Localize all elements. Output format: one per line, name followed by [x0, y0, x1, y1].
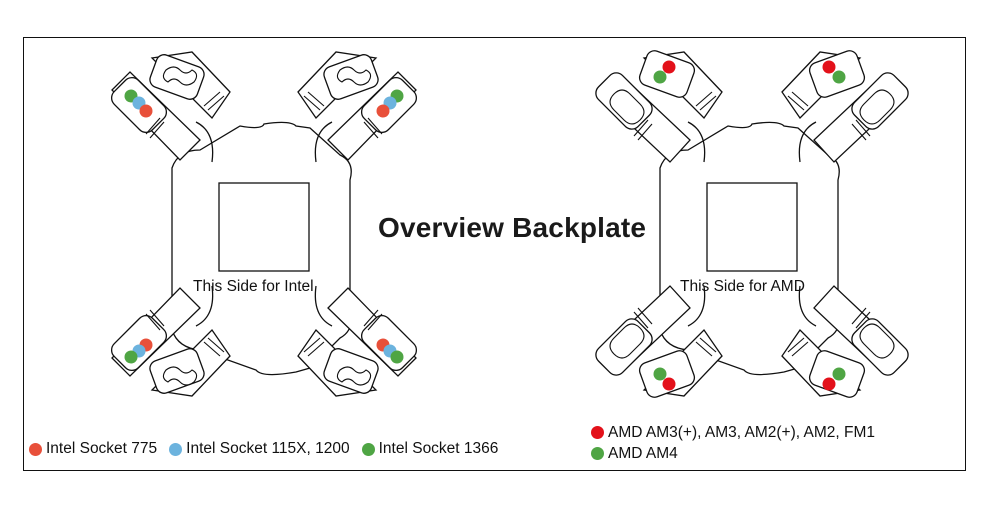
amd-center-square [706, 182, 798, 272]
amd-side-label: This Side for AMD [680, 278, 805, 295]
diagram-title: Overview Backplate [378, 212, 647, 243]
socket-dot-am3 [662, 377, 676, 391]
socket-dot-am4 [653, 70, 667, 84]
socket-dot-775 [139, 104, 153, 118]
legend-dot-intel-1366 [361, 442, 375, 456]
amd-legend: AMD AM3(+), AM3, AM2(+), AM2, FM1 AMD AM… [591, 422, 875, 464]
amd-socket-dots [653, 60, 846, 391]
socket-dot-1366 [390, 350, 404, 364]
socket-dot-am3 [662, 60, 676, 74]
intel-center-square [218, 182, 310, 272]
legend-label-intel-775: Intel Socket 775 [46, 440, 158, 457]
intel-socket-dots [124, 89, 404, 364]
intel-side-label: This Side for Intel [193, 278, 314, 295]
intel-legend: Intel Socket 775 Intel Socket 115X, 1200… [29, 440, 498, 458]
legend-dot-intel-115x [169, 442, 183, 456]
socket-dot-am3 [822, 60, 836, 74]
intel-backplate [110, 51, 418, 397]
legend-label-intel-115x: Intel Socket 115X, 1200 [186, 440, 350, 457]
socket-dot-am4 [832, 70, 846, 84]
intel-mount-top-right [297, 51, 418, 163]
legend-dot-amd-am4 [591, 447, 604, 460]
intel-mount-top-left [110, 51, 231, 163]
legend-label-amd-am4: AMD AM4 [608, 445, 678, 462]
socket-dot-775 [376, 104, 390, 118]
legend-dot-intel-775 [29, 442, 42, 456]
legend-label-amd-am3: AMD AM3(+), AM3, AM2(+), AM2, FM1 [608, 424, 876, 441]
socket-dot-1366 [124, 350, 138, 364]
legend-dot-amd-am3 [591, 426, 604, 439]
amd-mount-bottom-left [595, 285, 723, 398]
intel-mount-bottom-left [110, 285, 231, 397]
amd-mount-top-left [595, 50, 723, 163]
legend-label-intel-1366: Intel Socket 1366 [378, 440, 499, 457]
amd-backplate [595, 50, 909, 398]
intel-mount-bottom-right [297, 285, 418, 397]
socket-dot-am3 [822, 377, 836, 391]
socket-dot-am4 [832, 367, 846, 381]
socket-dot-am4 [653, 367, 667, 381]
